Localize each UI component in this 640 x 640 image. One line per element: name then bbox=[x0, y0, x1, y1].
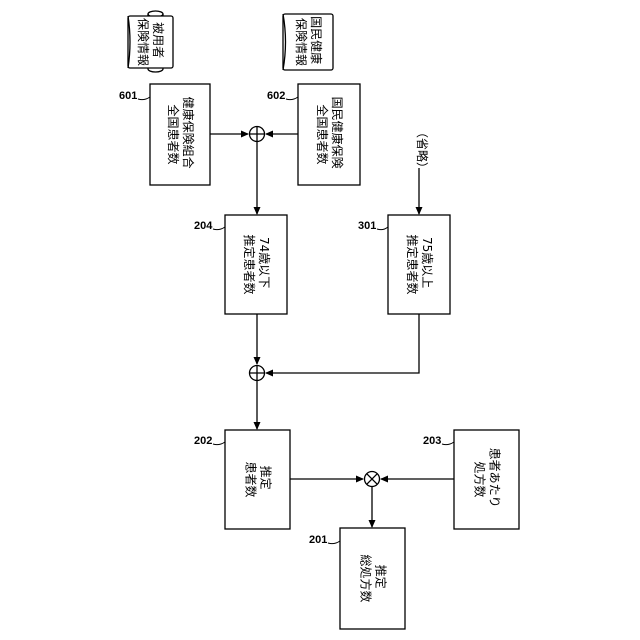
box-over-75-estimated-patients: 75歳以上 推定患者数 bbox=[388, 215, 450, 314]
ref-201: 201 bbox=[309, 534, 340, 546]
svg-text:202: 202 bbox=[194, 435, 212, 447]
ref-602: 602 bbox=[267, 90, 298, 102]
ref-204: 204 bbox=[194, 220, 225, 232]
svg-text:201: 201 bbox=[309, 534, 327, 546]
box-204-text: 74歳以下 推定患者数 bbox=[242, 234, 271, 294]
box-under-74-estimated-patients: 74歳以下 推定患者数 bbox=[225, 215, 287, 314]
ref-301: 301 bbox=[358, 220, 388, 232]
sum-node-middle bbox=[250, 366, 265, 381]
svg-text:301: 301 bbox=[358, 220, 376, 232]
ref-202: 202 bbox=[194, 435, 225, 447]
ref-601: 601 bbox=[119, 90, 150, 102]
sum-node-top bbox=[250, 127, 265, 142]
svg-text:203: 203 bbox=[423, 435, 441, 447]
ref-203: 203 bbox=[423, 435, 454, 447]
box-estimated-total-prescriptions: 推定 総処方数 bbox=[340, 528, 405, 629]
box-estimated-patients: 推定 患者数 bbox=[225, 430, 290, 529]
svg-text:601: 601 bbox=[119, 90, 137, 102]
omitted-label: （省略） bbox=[415, 126, 430, 174]
box-301-text: 75歳以上 推定患者数 bbox=[405, 234, 434, 294]
box-national-health-insurance-patients: 国民健康保険 全国患者数 bbox=[298, 84, 360, 185]
employee-insurance-database: 被用者 保険情報 bbox=[128, 11, 173, 72]
national-insurance-database: 国民健康 保険情報 bbox=[283, 14, 333, 70]
svg-text:204: 204 bbox=[194, 220, 213, 232]
box-prescriptions-per-patient: 患者あたり 処方数 bbox=[454, 430, 519, 529]
box-health-insurance-national-patients: 健康保険組合 全国患者数 bbox=[150, 84, 210, 185]
svg-text:602: 602 bbox=[267, 90, 285, 102]
multiply-node bbox=[365, 472, 380, 487]
employee-insurance-text: 被用者 保険情報 bbox=[136, 18, 165, 66]
